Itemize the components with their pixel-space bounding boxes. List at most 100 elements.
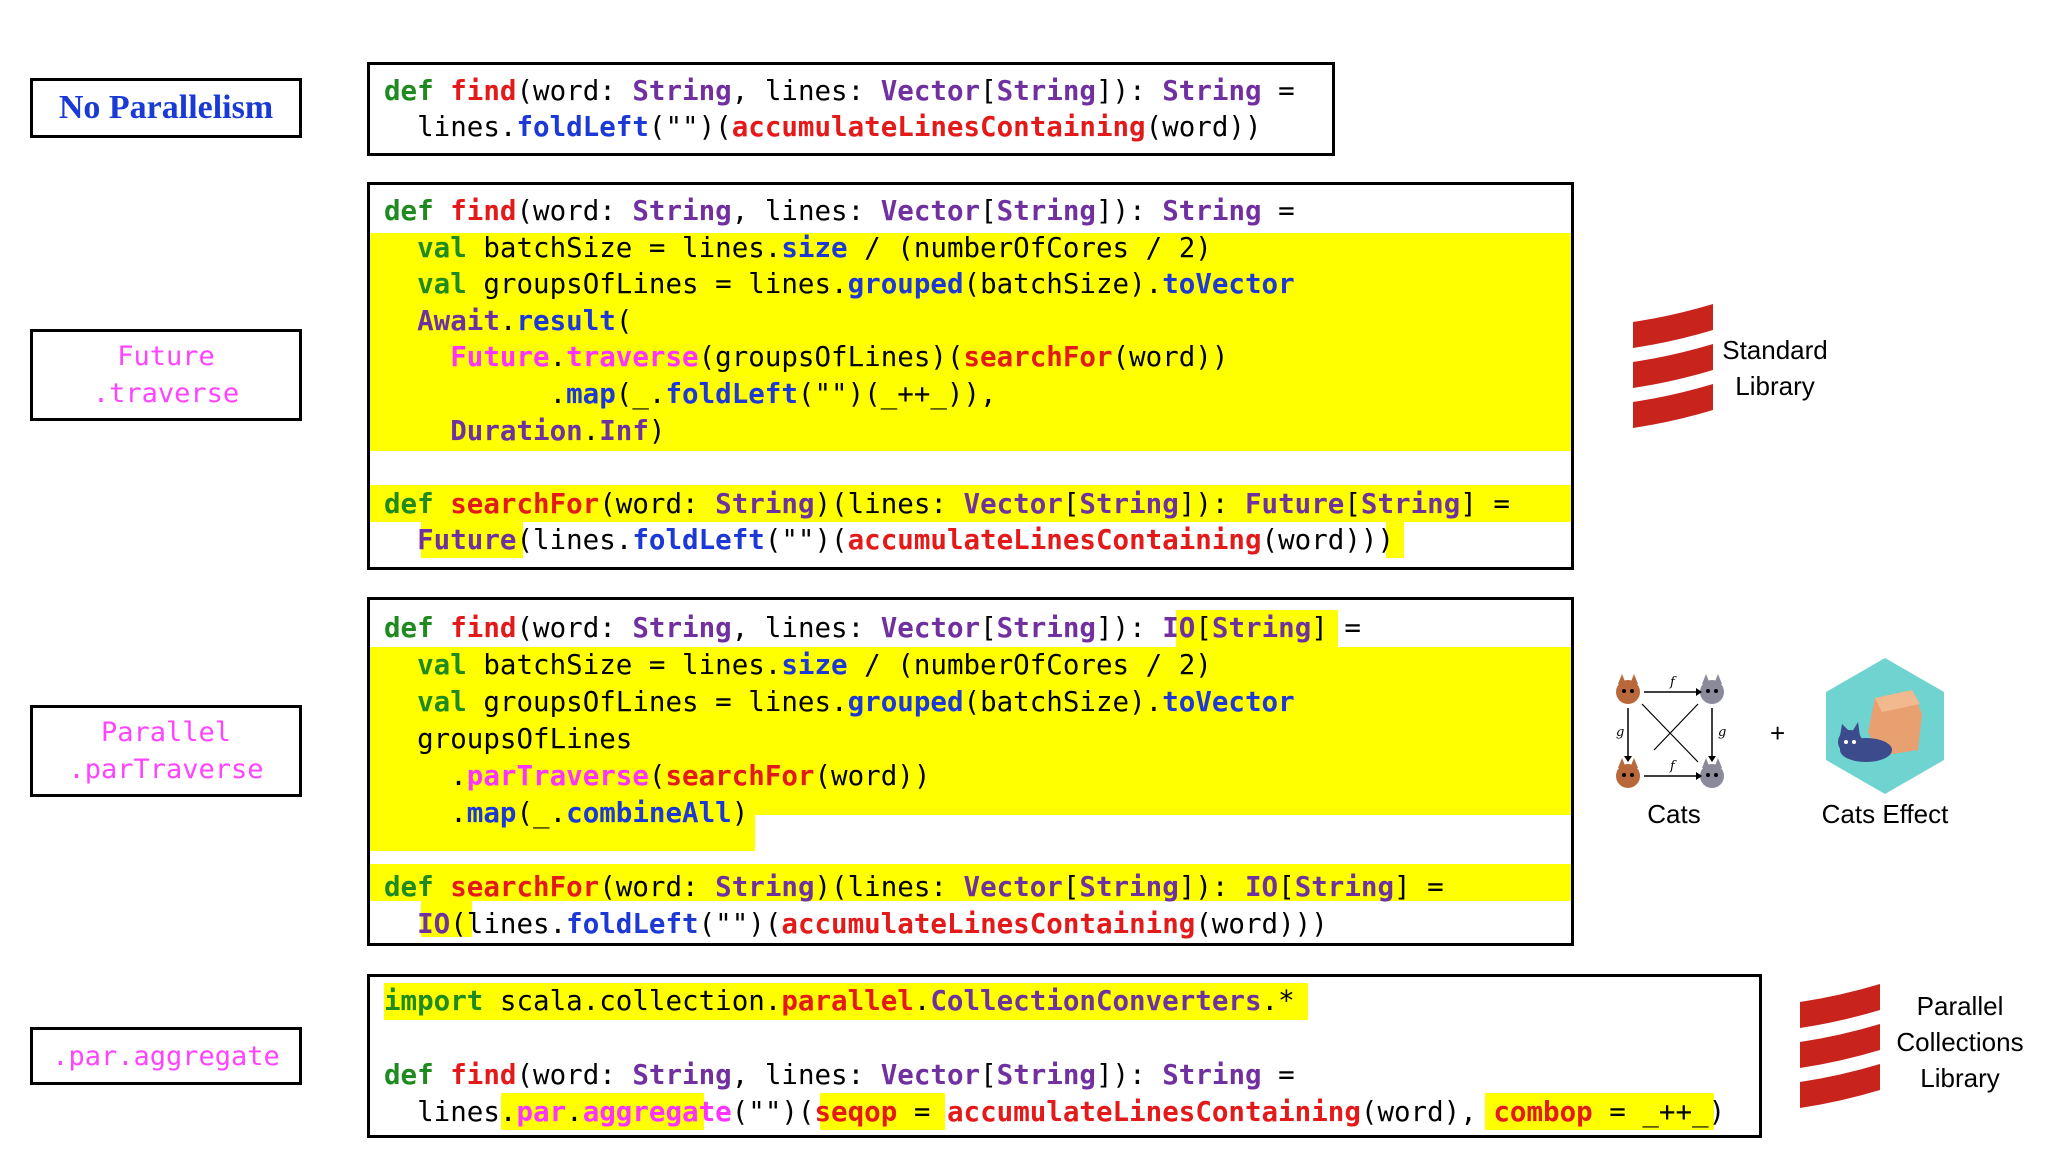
code-token: ] = — [1394, 871, 1444, 903]
code-token: String — [1294, 871, 1395, 903]
highlight-find-body — [370, 647, 1571, 815]
code-token: . — [566, 1096, 583, 1128]
svg-text:f: f — [1669, 675, 1677, 690]
future-traverse-label: Future .traverse — [30, 329, 302, 421]
code-token: Vector — [880, 612, 981, 644]
standard-line2: Library — [1735, 371, 1815, 401]
highlight-aggregate — [551, 1093, 704, 1130]
code-token: ]): — [1095, 1059, 1163, 1091]
code-token: String — [1079, 871, 1179, 903]
parallel-line1: Parallel — [100, 717, 232, 748]
code-token: batchSize = lines. — [466, 231, 782, 264]
code-token: result — [516, 304, 616, 337]
code-token: ]): — [1178, 487, 1245, 520]
code-token: . — [384, 797, 467, 829]
code-line: def find(word: String, lines: Vector[Str… — [384, 610, 1571, 647]
cats-effect-caption: Cats Effect — [1821, 799, 1949, 829]
cats-category-diagram-icon: f f g g — [1616, 674, 1726, 788]
code-token: def — [384, 195, 434, 227]
code-token: .* — [1261, 985, 1295, 1017]
code-token: (word)) — [814, 760, 931, 792]
code-line: def searchFor(word: String)(lines: Vecto… — [384, 486, 1571, 523]
code-token: size — [781, 649, 848, 681]
code-token: ("")(_++_)), — [797, 378, 997, 410]
code-token: ("")( — [648, 111, 732, 143]
plus-sign: + — [1770, 718, 1786, 748]
code-token: accumulateLinesContaining — [781, 908, 1196, 940]
code-token: (word: — [599, 487, 716, 520]
code-token: ("")( — [731, 1096, 815, 1128]
code-token: (batchSize). — [963, 686, 1163, 718]
code-token: val — [384, 268, 467, 301]
code-token: / (numberOfCores / 2) — [847, 231, 1212, 264]
code-token: accumulateLinesContaining — [946, 1096, 1361, 1128]
code-token: grouped — [847, 686, 964, 718]
code-token: String — [715, 871, 815, 903]
code-line: val groupsOfLines = lines.grouped(batchS… — [384, 266, 1571, 303]
code-line: Duration.Inf) — [384, 413, 1571, 450]
code-token: . — [384, 760, 467, 792]
highlight-map-line — [370, 814, 755, 851]
highlight-seqop — [820, 1093, 945, 1130]
pc-line2: Collections — [1896, 1027, 2024, 1057]
code-token: String — [1360, 487, 1461, 520]
code-token: Duration — [384, 414, 583, 447]
highlight-import — [384, 983, 1308, 1020]
cats-effect-logo-icon — [1826, 658, 1944, 794]
code-token — [434, 75, 451, 107]
code-token: traverse — [566, 341, 699, 374]
code-line: .map(_.foldLeft("")(_++_)), — [384, 376, 1571, 413]
code-token: ) — [648, 414, 666, 447]
code-token: accumulateLinesContaining — [731, 111, 1146, 143]
code-block-future-traverse: def find(word: String, lines: Vector[Str… — [367, 182, 1574, 570]
code-token: foldLeft — [665, 378, 798, 410]
code-token: (word))) — [1195, 908, 1328, 940]
code-line: .parTraverse(searchFor(word)) — [384, 758, 1571, 795]
cats-caption: Cats — [1647, 799, 1701, 829]
code-token: ("")( — [698, 908, 782, 940]
code-token: batchSize = lines. — [466, 649, 782, 681]
code-token: (groupsOfLines)( — [698, 341, 964, 374]
code-token: String — [996, 195, 1096, 227]
code-token: foldLeft — [566, 908, 699, 940]
code-token: par — [516, 1096, 567, 1128]
code-token: String — [996, 75, 1096, 107]
code-token: String — [1162, 75, 1262, 107]
future-traverse-line2: .traverse — [92, 378, 240, 409]
code-token: val — [384, 649, 467, 681]
code-token: ]): — [1178, 871, 1245, 903]
code-token: ] = — [1460, 487, 1510, 520]
highlight-par — [501, 1093, 551, 1130]
code-token: ]): — [1095, 75, 1163, 107]
code-token: ) — [1377, 524, 1394, 557]
code-token: toVector — [1162, 268, 1295, 301]
code-token: Vector — [880, 75, 981, 107]
code-token: String — [1162, 1059, 1262, 1091]
code-token: (lines. — [450, 908, 567, 940]
code-token: parTraverse — [466, 760, 649, 792]
code-line: .map(_.combineAll) — [384, 795, 1571, 832]
code-token: (word)) — [1145, 111, 1262, 143]
code-token: val — [384, 686, 467, 718]
code-token: Inf — [599, 414, 649, 447]
code-token: IO — [1245, 871, 1279, 903]
code-token: [ — [1062, 871, 1080, 903]
code-token: = — [897, 1096, 947, 1128]
code-token: combineAll — [566, 797, 732, 829]
code-token: (_. — [516, 797, 567, 829]
code-token: find — [450, 1059, 517, 1091]
parallel-line2: .parTraverse — [68, 754, 264, 785]
code-line: def find(word: String, lines: Vector[Str… — [384, 73, 1332, 110]
code-token: (word: — [516, 612, 633, 644]
svg-text:f: f — [1669, 759, 1677, 774]
code-token: = _++_) — [1592, 1096, 1726, 1128]
code-line: import scala.collection.parallel.Collect… — [384, 983, 1759, 1020]
highlight-find-body — [370, 233, 1571, 451]
code-token: def — [384, 487, 434, 520]
code-token: lines. — [384, 111, 517, 143]
code-token: Future — [1245, 487, 1345, 520]
code-token: String — [1162, 195, 1262, 227]
code-token: def — [384, 612, 434, 644]
code-token: searchFor — [450, 487, 600, 520]
code-token: aggregate — [582, 1096, 732, 1128]
